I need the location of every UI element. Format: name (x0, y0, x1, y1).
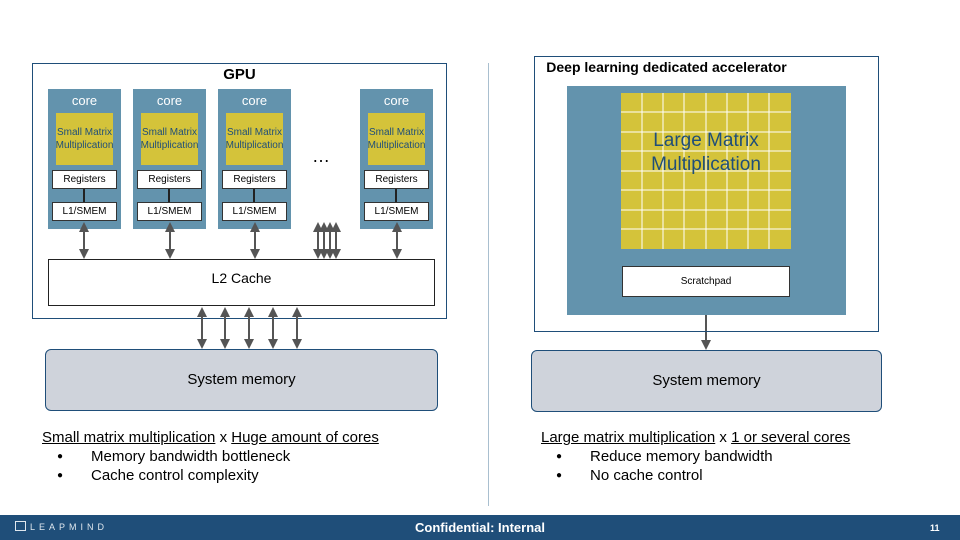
gpu-headline: Small matrix multiplication x Huge amoun… (42, 429, 379, 446)
small-matrix-unit: Small Matrix Multiplication (141, 113, 198, 165)
gpu-frame (32, 63, 447, 319)
registers-box: Registers (137, 170, 202, 189)
small-matrix-unit: Small Matrix Multiplication (368, 113, 425, 165)
bullet-item: Memory bandwidth bottleneck (42, 447, 290, 466)
accelerator-headline: Large matrix multiplication x 1 or sever… (541, 429, 851, 446)
bullet-item: Cache control complexity (42, 466, 290, 485)
core-label: core (156, 93, 183, 108)
footer-bar (0, 515, 960, 540)
gpu-core: core Small Matrix Multiplication Registe… (133, 89, 206, 229)
gpu-core: core Small Matrix Multiplication Registe… (218, 89, 291, 229)
large-matrix-grid (621, 93, 791, 249)
bullet-item: Reduce memory bandwidth (541, 447, 773, 466)
ellipsis: … (312, 146, 330, 166)
accelerator-title: Deep learning dedicated accelerator (546, 59, 787, 75)
large-matrix-label: Large Matrix Multiplication (651, 130, 761, 175)
accelerator-bullets: Reduce memory bandwidth No cache control (541, 447, 773, 485)
core-label: core (71, 93, 98, 108)
l2-cache: L2 Cache (48, 259, 435, 306)
confidential-label: Confidential: Internal (415, 520, 545, 535)
accelerator-system-memory: System memory (531, 350, 882, 412)
registers-box: Registers (222, 170, 287, 189)
l1-smem-box: L1/SMEM (222, 202, 287, 221)
accelerator-frame (534, 56, 879, 332)
bullet-item: No cache control (541, 466, 773, 485)
l1-smem-box: L1/SMEM (364, 202, 429, 221)
l1-smem-box: L1/SMEM (137, 202, 202, 221)
gpu-system-memory: System memory (45, 349, 438, 411)
logo-icon (15, 521, 26, 531)
core-label: core (383, 93, 410, 108)
company-logo: LEAPMIND (15, 520, 108, 535)
gpu-bullets: Memory bandwidth bottleneck Cache contro… (42, 447, 290, 485)
gpu-title: GPU (223, 66, 256, 83)
registers-box: Registers (52, 170, 117, 189)
page-number: 11 (930, 523, 940, 533)
gpu-core: core Small Matrix Multiplication Registe… (360, 89, 433, 229)
section-divider (488, 63, 489, 506)
core-label: core (241, 93, 268, 108)
registers-box: Registers (364, 170, 429, 189)
gpu-core: core Small Matrix Multiplication Registe… (48, 89, 121, 229)
small-matrix-unit: Small Matrix Multiplication (226, 113, 283, 165)
l1-smem-box: L1/SMEM (52, 202, 117, 221)
scratchpad-box: Scratchpad (622, 266, 790, 297)
small-matrix-unit: Small Matrix Multiplication (56, 113, 113, 165)
